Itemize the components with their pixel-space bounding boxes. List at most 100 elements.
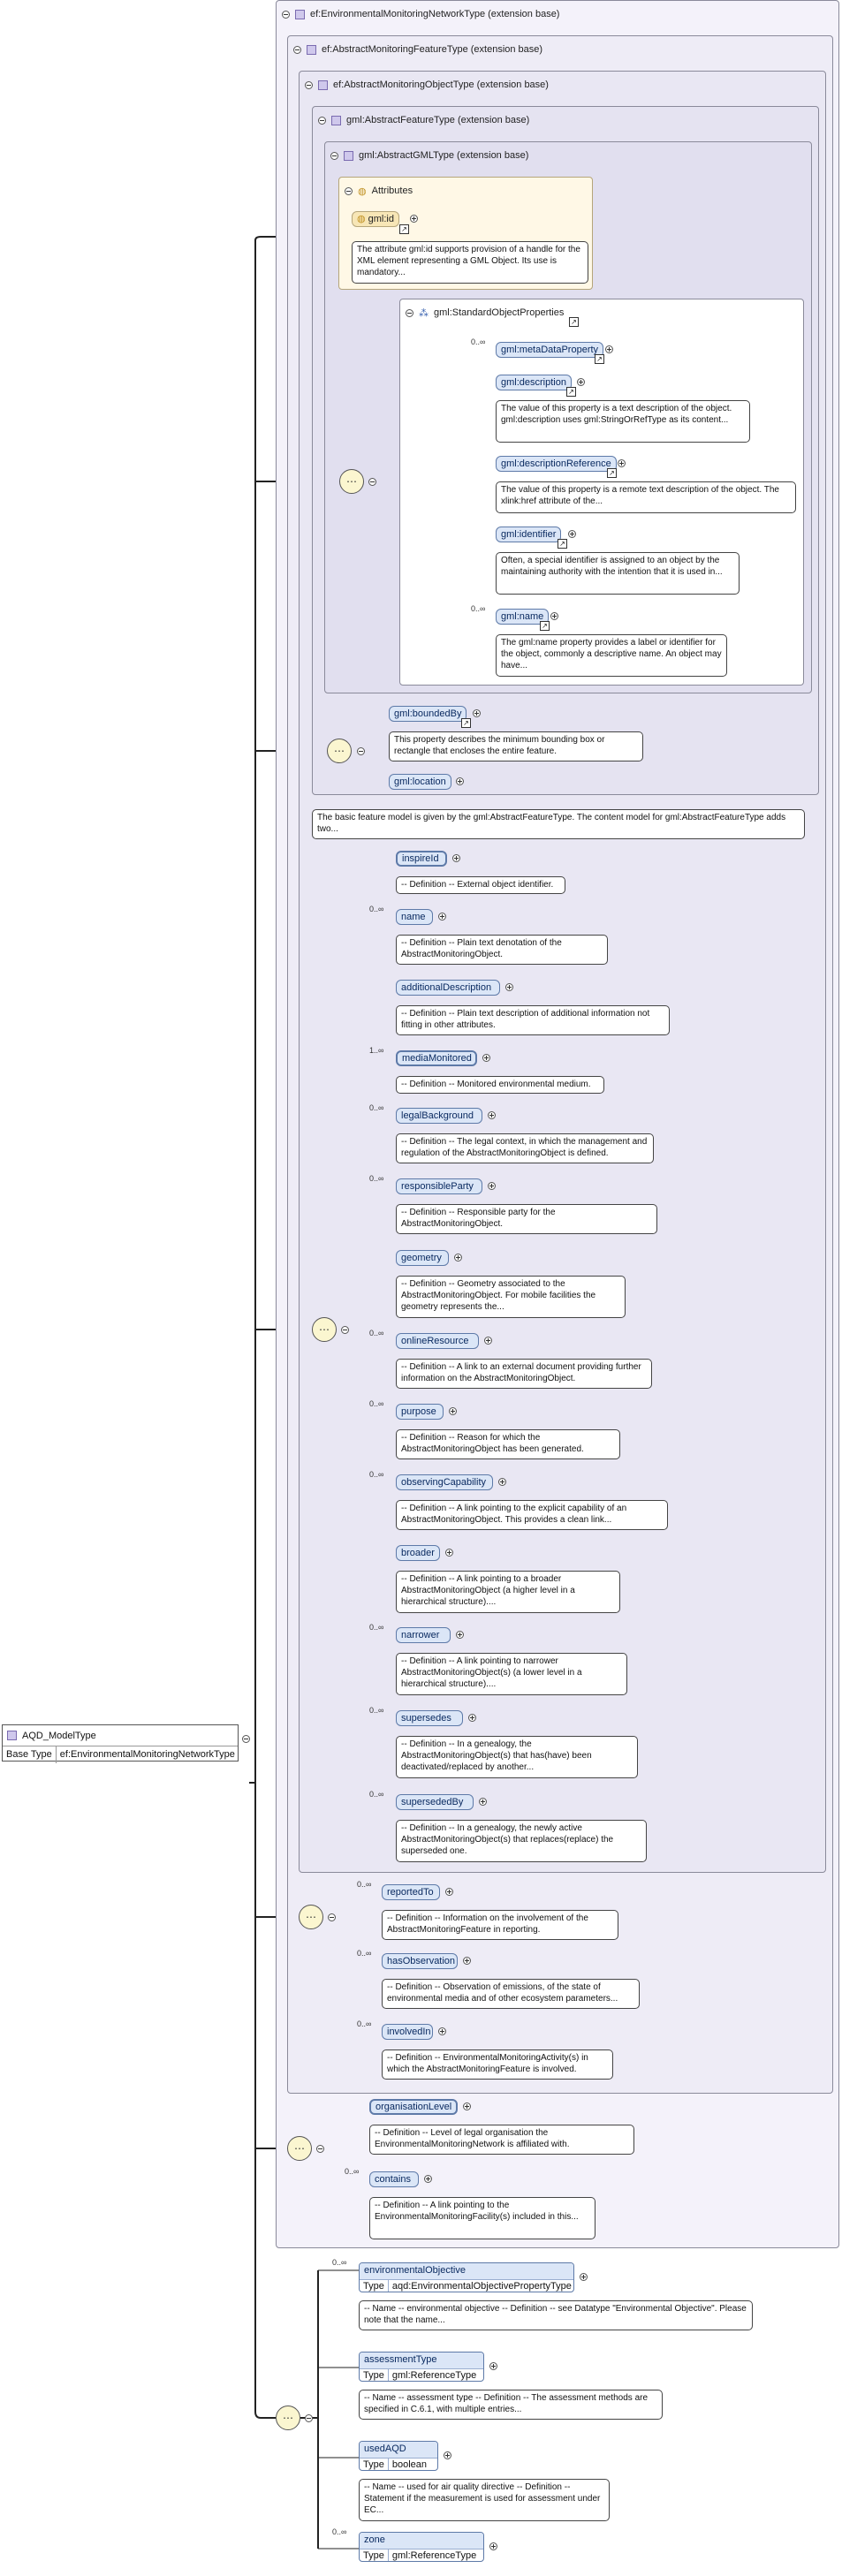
element-responsibleparty[interactable]: responsibleParty: [396, 1178, 482, 1194]
expand-icon[interactable]: [438, 2027, 446, 2035]
expand-icon[interactable]: [445, 1888, 453, 1896]
sequence-icon[interactable]: ⋯: [339, 469, 364, 494]
collapse-icon[interactable]: [341, 1326, 349, 1334]
sequence-icon[interactable]: ⋯: [276, 2406, 300, 2430]
collapse-icon[interactable]: [406, 308, 413, 317]
expand-icon[interactable]: [550, 612, 558, 620]
expand-icon[interactable]: [505, 983, 513, 991]
element-label: gml:identifier: [501, 529, 557, 540]
element-hasobservation[interactable]: hasObservation: [382, 1953, 458, 1969]
attributes-box: ◍Attributes ◍ gml:id ↗ The attribute gml…: [338, 177, 593, 290]
sequence-icon[interactable]: ⋯: [312, 1317, 337, 1342]
element-gml-identifier[interactable]: gml:identifier: [496, 527, 562, 542]
element-supersedes[interactable]: supersedes: [396, 1710, 463, 1726]
element-legalbackground[interactable]: legalBackground: [396, 1108, 482, 1124]
expand-icon[interactable]: [454, 1254, 462, 1261]
expand-icon[interactable]: [484, 1337, 492, 1345]
expand-icon[interactable]: [456, 1631, 464, 1639]
expand-icon[interactable]: [605, 345, 613, 353]
expand-icon[interactable]: [456, 777, 464, 785]
collapse-root-icon[interactable]: [242, 1735, 250, 1743]
collapse-icon[interactable]: [293, 45, 301, 54]
expand-icon[interactable]: [580, 2273, 588, 2281]
element-name[interactable]: name: [396, 909, 433, 925]
attribute-gml-id[interactable]: ◍ gml:id: [352, 211, 399, 227]
expand-icon[interactable]: [438, 913, 446, 921]
element-gml-descriptionreference[interactable]: gml:descriptionReference: [496, 456, 617, 472]
element-supersededby[interactable]: supersededBy: [396, 1794, 474, 1810]
expand-icon[interactable]: [449, 1407, 457, 1415]
element-involvedin[interactable]: involvedIn: [382, 2024, 433, 2040]
collapse-icon[interactable]: [316, 2145, 324, 2153]
element-gml-metadataproperty[interactable]: gml:metaDataProperty: [496, 342, 604, 358]
expand-icon[interactable]: [482, 1054, 490, 1062]
expand-icon[interactable]: [410, 215, 418, 223]
expand-icon[interactable]: [618, 459, 626, 467]
base-type-label: Base Type: [3, 1746, 57, 1763]
expand-icon[interactable]: [468, 1714, 476, 1722]
element-note: -- Definition -- The legal context, in w…: [396, 1133, 654, 1163]
sequence-icon[interactable]: ⋯: [327, 739, 352, 763]
expand-icon[interactable]: [488, 1111, 496, 1119]
element-gml-location[interactable]: gml:location: [389, 774, 451, 790]
collapse-icon[interactable]: [305, 80, 313, 89]
multiplicity: 0..∞: [369, 1174, 384, 1183]
expand-icon[interactable]: [479, 1798, 487, 1806]
element-onlineresource[interactable]: onlineResource: [396, 1333, 479, 1349]
element-mediamonitored[interactable]: mediaMonitored: [396, 1050, 477, 1066]
collapse-icon[interactable]: [318, 116, 326, 125]
expand-icon[interactable]: [489, 2542, 497, 2550]
element-gml-boundedby[interactable]: gml:boundedBy: [389, 706, 467, 722]
base-type-value: ef:EnvironmentalMonitoringNetworkType: [59, 1749, 235, 1760]
collapse-icon[interactable]: [357, 747, 365, 755]
expand-icon[interactable]: [489, 2362, 497, 2370]
element-observingcapability[interactable]: observingCapability: [396, 1474, 493, 1490]
element-label: assessmentType: [360, 2352, 483, 2369]
element-additionaldescription[interactable]: additionalDescription: [396, 980, 500, 996]
element-label: onlineResource: [401, 1336, 469, 1346]
collapse-icon[interactable]: [305, 2414, 313, 2422]
element-note: -- Definition -- Geometry associated to …: [396, 1276, 626, 1318]
sequence-icon[interactable]: ⋯: [299, 1905, 323, 1929]
element-reportedto[interactable]: reportedTo: [382, 1884, 440, 1900]
element-note: -- Definition -- A link pointing to a br…: [396, 1571, 620, 1613]
expand-icon[interactable]: [452, 854, 460, 862]
element-inspireid[interactable]: inspireId: [396, 851, 447, 867]
sequence-icon[interactable]: ⋯: [287, 2136, 312, 2161]
expand-icon[interactable]: [577, 378, 585, 386]
expand-icon[interactable]: [473, 709, 481, 717]
multiplicity: 0..∞: [332, 2258, 347, 2267]
element-organisationlevel[interactable]: organisationLevel: [369, 2099, 458, 2115]
expand-icon[interactable]: [444, 2451, 451, 2459]
expand-icon[interactable]: [498, 1478, 506, 1486]
element-gml-name[interactable]: gml:name: [496, 609, 550, 625]
element-label: gml:boundedBy: [394, 708, 462, 719]
collapse-icon[interactable]: [368, 478, 376, 486]
element-label: legalBackground: [401, 1110, 474, 1121]
element-gml-description[interactable]: gml:description: [496, 375, 572, 390]
collapse-icon[interactable]: [345, 186, 353, 195]
collapse-icon[interactable]: [328, 1913, 336, 1921]
expand-icon[interactable]: [424, 2175, 432, 2183]
expand-icon[interactable]: [463, 1957, 471, 1965]
expand-icon[interactable]: [445, 1549, 453, 1557]
element-purpose[interactable]: purpose: [396, 1404, 444, 1420]
element-contains[interactable]: contains: [369, 2171, 419, 2187]
element-note: -- Definition -- Monitored environmental…: [396, 1076, 604, 1094]
element-geometry[interactable]: geometry: [396, 1250, 449, 1266]
root-type-name: AQD_ModelType: [22, 1730, 96, 1741]
link-arrow-icon: ↗: [595, 354, 604, 364]
element-note: -- Definition -- Level of legal organisa…: [369, 2125, 634, 2155]
expand-icon[interactable]: [568, 530, 576, 538]
element-broader[interactable]: broader: [396, 1545, 440, 1561]
element-narrower[interactable]: narrower: [396, 1627, 451, 1643]
collapse-icon[interactable]: [330, 151, 338, 160]
collapse-icon[interactable]: [282, 10, 290, 19]
expand-icon[interactable]: [488, 1182, 496, 1190]
expand-icon[interactable]: [463, 2102, 471, 2110]
